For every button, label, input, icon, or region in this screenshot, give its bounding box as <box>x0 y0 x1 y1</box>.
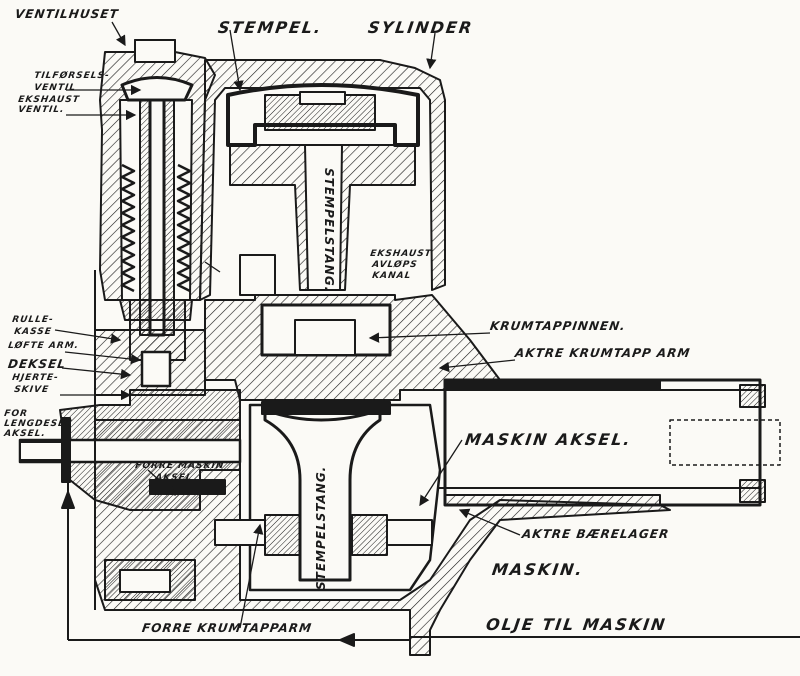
label-forre-krumtapparm: FORRE KRUMTAPPARM <box>141 621 314 635</box>
label-lofte-arm: LØFTE ARM. <box>7 341 80 351</box>
label-tilforsels-ventil-line2: VENTIL <box>33 83 77 93</box>
label-tilforsels-ventil-line1: TILFØRSELS- <box>33 71 111 81</box>
cylinder-wall <box>199 59 446 301</box>
label-stempelstang-upper: STEMPELSTANG. <box>322 168 336 293</box>
label-hjerte-skive-line1: HJERTE- <box>11 373 60 383</box>
piston-pin <box>299 91 346 105</box>
crank-pin-core <box>294 319 356 356</box>
oil-flow-arrow <box>339 633 355 647</box>
label-for-lengdesaksel-line3: AKSEL. <box>3 429 47 439</box>
oil-up-arrow <box>61 491 75 509</box>
exhaust-port-block <box>239 254 276 296</box>
shaft-end-collar-bottom <box>739 479 766 503</box>
wrist-pin-right <box>351 514 388 556</box>
bearing-block-lower-inner <box>119 569 171 593</box>
valve-head <box>120 76 194 102</box>
label-olje-til-maskin: OLJE TIL MASKIN <box>484 615 668 634</box>
label-rulle-kasse-line2: KASSE <box>13 327 53 337</box>
front-seal <box>61 417 71 483</box>
label-forre-maskin-aksel-line2: AKSEL <box>154 473 194 483</box>
label-stempelstang-lower: STEMPELSTANG. <box>314 465 328 590</box>
label-krumtappinnen: KRUMTAPPINNEN. <box>489 319 627 333</box>
shaft-end-collar-top <box>739 384 766 408</box>
roller-box <box>140 350 172 388</box>
shaft-upper-band <box>444 379 661 391</box>
crankcase-lower <box>94 419 671 656</box>
label-stempel: STEMPEL. <box>216 18 324 37</box>
label-ventilhuset: VENTILHUSET <box>14 7 120 21</box>
valve-spring-cup <box>119 299 193 321</box>
label-ekshaust-avlops-line2: AVLØPS <box>371 260 419 270</box>
valve-cap <box>134 39 176 63</box>
label-ekshaust-ventil-line2: VENTIL. <box>17 105 66 115</box>
label-ekshaust-avlops-line1: EKSHAUST <box>369 249 433 259</box>
rod-sleeve-right <box>386 519 433 546</box>
label-rulle-kasse-line1: RULLE- <box>11 315 55 325</box>
valve-spring-right <box>176 163 192 293</box>
lower-connecting-rod <box>263 408 382 582</box>
wrist-pin-left <box>264 514 301 556</box>
label-hjerte-skive-line2: SKIVE <box>13 385 50 395</box>
valve-spring-left <box>120 163 136 293</box>
label-sylinder: SYLINDER <box>366 18 475 37</box>
label-aktre-baerelager: AKTRE BÆRELAGER <box>521 527 671 541</box>
shaft-end-box <box>669 419 781 466</box>
label-deksel: DEKSEL <box>7 357 67 371</box>
label-maskin-aksel: MASKIN AKSEL. <box>463 430 634 449</box>
shaft-end-plug <box>19 441 66 461</box>
rod-big-end-cap-top <box>261 401 391 415</box>
label-aktre-krumtapp-arm: AKTRE KRUMTAPP ARM <box>514 346 692 360</box>
upper-connecting-rod <box>304 144 343 291</box>
label-ekshaust-avlops-line3: KANAL <box>371 271 412 281</box>
label-forre-maskin-aksel-line1: FORRE MASKIN <box>134 461 226 471</box>
label-maskin: MASKIN. <box>490 560 586 579</box>
